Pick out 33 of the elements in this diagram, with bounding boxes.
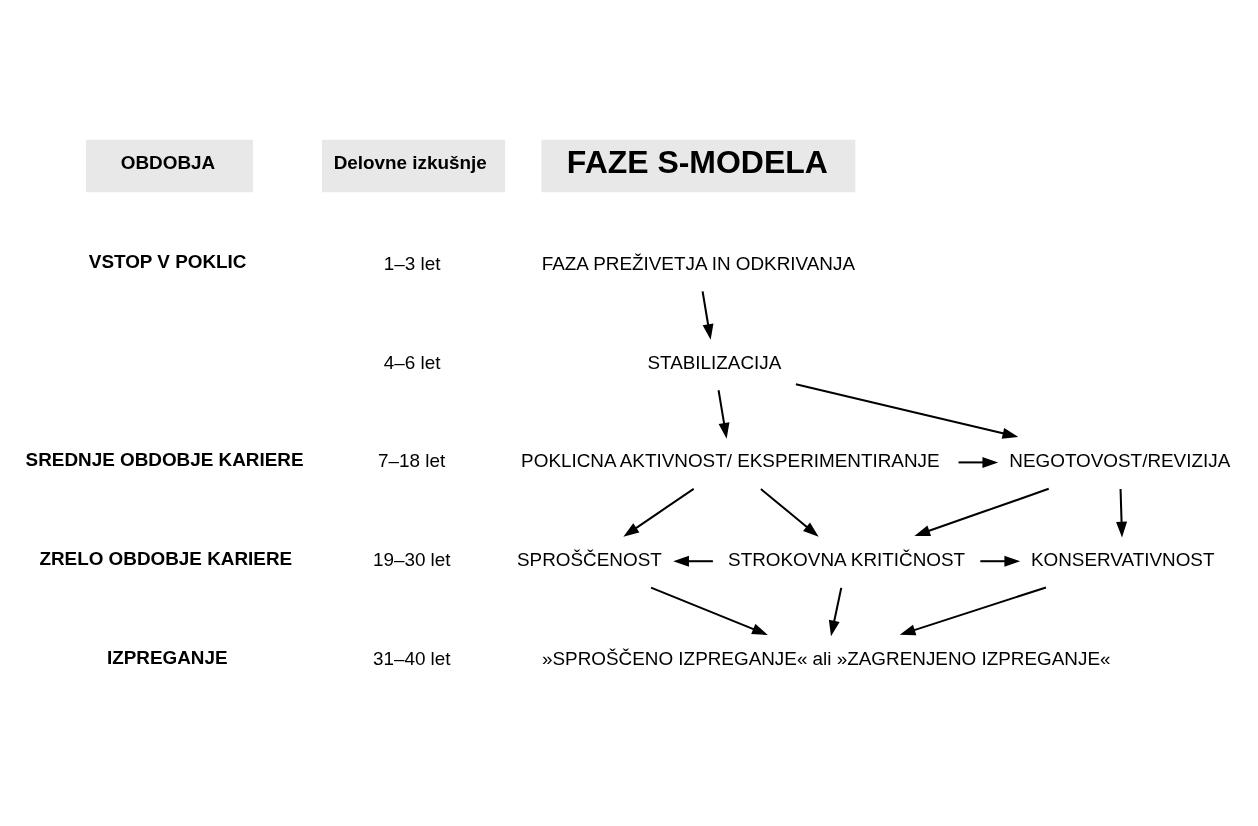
arrow: [760, 488, 819, 537]
label: 19–30 let: [372, 549, 451, 571]
arrow: [958, 456, 999, 468]
label: ZRELO OBDOBJE KARIERE: [39, 547, 293, 569]
node-text: FAZA PREŽIVETJA IN ODKRIVANJA: [541, 252, 856, 274]
arrow: [650, 586, 768, 635]
label: SREDNJE OBDOBJE KARIERE: [25, 448, 304, 470]
label: VSTOP V POKLIC: [88, 251, 247, 273]
node-text: STABILIZACIJA: [647, 351, 782, 373]
node-text: KONSERVATIVNOST: [1030, 549, 1215, 571]
arrow: [623, 487, 695, 537]
label: OBDOBJA: [120, 152, 216, 174]
arrow: [828, 587, 843, 637]
arrow: [717, 390, 730, 439]
node-text: NEGOTOVOST/REVIZIJA: [1009, 450, 1231, 472]
label: 7–18 let: [377, 450, 446, 472]
arrow: [701, 291, 714, 340]
arrow: [795, 383, 1019, 439]
label: IZPREGANJE: [106, 646, 228, 668]
arrow: [980, 555, 1021, 567]
arrow: [914, 487, 1050, 536]
node-text: »SPROŠČENO IZPREGANJE« ali »ZAGRENJENO IZPREGANJE«: [542, 647, 1111, 669]
arrow: [899, 586, 1047, 636]
label: FAZE S-MODELA: [566, 143, 828, 180]
node-text: SPROŠČENOST: [517, 549, 662, 571]
label: Delovne izkušnje: [333, 152, 487, 174]
arrow: [1116, 489, 1128, 538]
arrow: [673, 555, 713, 567]
label: 1–3 let: [383, 252, 441, 274]
label: 4–6 let: [383, 351, 441, 373]
node-text: STROKOVNA KRITIČNOST: [728, 549, 966, 571]
label: 31–40 let: [372, 647, 451, 669]
node-text: POKLICNA AKTIVNOST/ EKSPERIMENTIRANJE: [521, 450, 940, 472]
